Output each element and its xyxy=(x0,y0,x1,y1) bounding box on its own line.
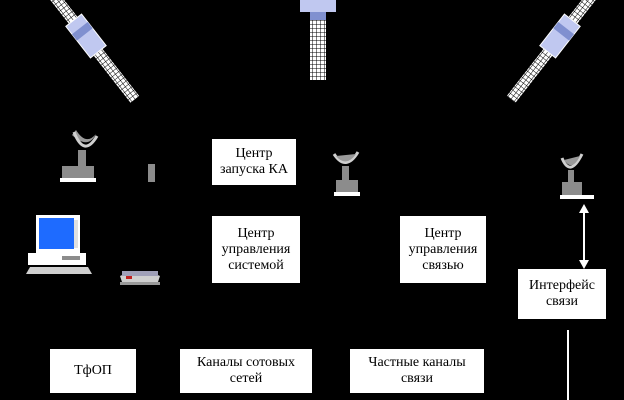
satellite-dish-right-icon xyxy=(560,153,594,199)
satellite-center-icon xyxy=(300,0,336,80)
private-channels-box: Частные каналы связи xyxy=(350,349,484,393)
system-control-box: Центр управления системой xyxy=(212,216,300,283)
comm-interface-box: Интерфейс связи xyxy=(518,269,606,319)
computer-icon xyxy=(26,215,92,274)
launch-center-box: Центр запуска КА xyxy=(212,139,296,185)
cellular-channels-box: Каналы сотовых сетей xyxy=(180,349,312,393)
connector-block xyxy=(148,164,155,182)
double-arrow-icon xyxy=(579,204,589,269)
satellite-dish-left-icon xyxy=(60,130,99,182)
comm-control-box: Центр управления связью xyxy=(400,216,486,283)
telephone-icon xyxy=(120,271,160,285)
satellite-right-icon xyxy=(506,0,608,103)
satellite-dish-center-icon xyxy=(332,151,360,196)
pstn-box: ТфОП xyxy=(50,349,136,393)
satellite-left-icon xyxy=(38,0,140,103)
